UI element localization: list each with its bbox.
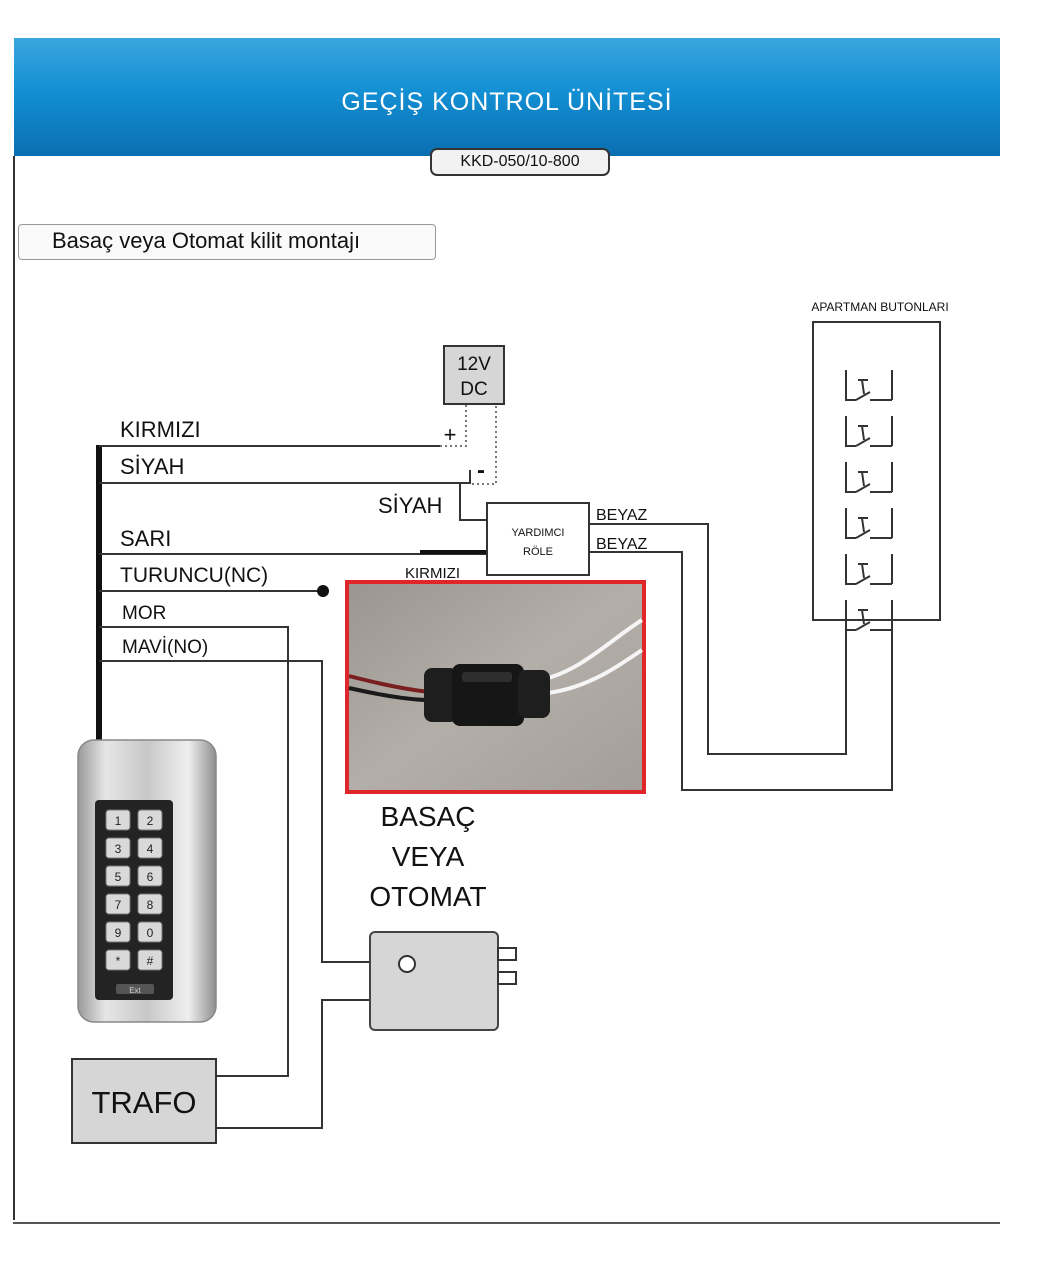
lock-label-1: BASAÇ (381, 801, 476, 832)
keypad-key-label: * (116, 954, 121, 968)
nc-terminal-dot (317, 585, 329, 597)
keypad-key-label: 0 (147, 926, 154, 940)
page-title: GEÇİŞ KONTROL ÜNİTESİ (341, 88, 673, 116)
transformer-box (71, 1058, 217, 1144)
button-switch (845, 462, 893, 493)
lock-keyhole (398, 955, 416, 973)
keypad-key (137, 949, 163, 971)
keypad-key (105, 865, 131, 887)
label-beyaz-1: BEYAZ (596, 507, 648, 524)
buttons-panel (812, 321, 941, 621)
keypad-key-label: 6 (147, 870, 154, 884)
relay-label-2: RÖLE (523, 546, 553, 558)
wire-mor (99, 626, 289, 1077)
header-banner (14, 38, 1000, 156)
plus-sign: + (444, 422, 457, 447)
keypad-key-label: 8 (147, 898, 154, 912)
keypad-key (137, 837, 163, 859)
keypad-key (105, 949, 131, 971)
keypad-key (105, 809, 131, 831)
label-mavi: MAVİ(NO) (122, 637, 208, 658)
minus-sign: - (477, 457, 485, 484)
keypad-key-label: 9 (115, 926, 122, 940)
power-supply-box (443, 345, 505, 405)
keypad-key-label: 1 (115, 814, 122, 828)
power-label-2: DC (460, 379, 487, 400)
button-switch (845, 370, 893, 401)
wire-siyah-relay (459, 483, 487, 521)
cable-trunk (96, 445, 102, 745)
relay-box (486, 502, 590, 576)
label-turuncu: TURUNCU(NC) (120, 564, 268, 587)
button-switches (845, 370, 893, 631)
label-sari: SARI (120, 526, 171, 551)
button-switch (845, 508, 893, 539)
subtitle: Basaç veya Otomat kilit montajı (52, 228, 361, 253)
keypad-key (105, 837, 131, 859)
keypad-device: 1 2 3 4 5 6 7 8 9 0 * # Ext (77, 739, 217, 1023)
lock-bolt-top (497, 947, 517, 961)
power-label-1: 12V (457, 354, 491, 375)
wire-beyaz-2 (590, 551, 893, 791)
lock-label-3: OTOMAT (369, 881, 486, 912)
dotted-plus (440, 404, 467, 447)
keypad-key (105, 921, 131, 943)
transformer-label: TRAFO (91, 1085, 196, 1120)
keypad-key-label: 5 (115, 870, 122, 884)
button-switch (845, 554, 893, 585)
lock-label-2: VEYA (392, 841, 465, 872)
wire-beyaz-1 (590, 523, 847, 755)
keypad-brand: Ext (129, 986, 141, 995)
relay-label-1: YARDIMCI (512, 527, 565, 539)
keypad-key-label: # (147, 954, 154, 968)
left-border-rule (13, 156, 15, 1220)
label-kirmizi-relay: KIRMIZI (405, 565, 460, 582)
wire-trafo-lock (216, 999, 370, 1129)
label-siyah-relay: SİYAH (378, 493, 442, 518)
label-beyaz-2: BEYAZ (596, 536, 648, 553)
keypad-key-label: 4 (147, 842, 154, 856)
wire-mavi (99, 660, 370, 963)
label-mor: MOR (122, 603, 166, 624)
keypad-key (137, 921, 163, 943)
label-kirmizi: KIRMIZI (120, 417, 201, 442)
button-switch (845, 416, 893, 447)
keypad-key-label: 7 (115, 898, 122, 912)
buttons-title: APARTMAN BUTONLARI (811, 300, 948, 314)
wire-siyah (99, 470, 471, 484)
lock-bolt-bottom (497, 971, 517, 985)
label-siyah: SİYAH (120, 454, 184, 479)
bottom-border-rule (13, 1222, 1000, 1224)
keypad-key (137, 865, 163, 887)
keypad-key-label: 2 (147, 814, 154, 828)
keypad-key (137, 809, 163, 831)
button-switch (845, 600, 893, 631)
subtitle-box (18, 224, 436, 260)
keypad-key (137, 893, 163, 915)
keypad-key (105, 893, 131, 915)
keypad-key-label: 3 (115, 842, 122, 856)
keypad-keys: 1 2 3 4 5 6 7 8 9 0 * # (105, 809, 163, 971)
relay-photo-content (348, 618, 644, 726)
lock-body (369, 931, 499, 1031)
model-badge: KKD-050/10-800 (430, 148, 610, 176)
